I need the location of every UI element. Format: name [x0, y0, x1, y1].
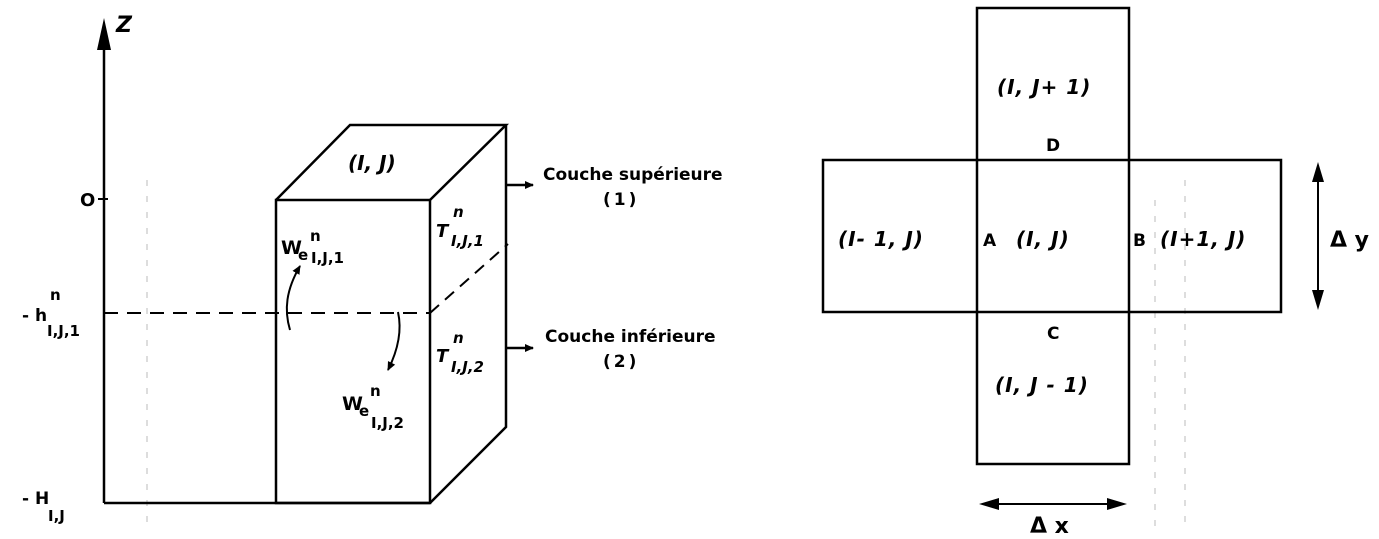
- cell-label-bottom: (I, J - 1): [995, 373, 1089, 397]
- point-b-label: B: [1133, 231, 1146, 251]
- lower-layer-name: Couche inférieure: [545, 327, 716, 347]
- column-top-label: (I, J): [348, 151, 396, 175]
- svg-text:W: W: [281, 237, 302, 259]
- svg-text:I,J,2: I,J,2: [371, 414, 404, 432]
- point-d-label: D: [1046, 136, 1060, 156]
- entrainment-lower-label: W e n I,J,2: [342, 382, 404, 432]
- dy-label: Δ y: [1330, 228, 1369, 253]
- point-c-label: C: [1047, 324, 1059, 344]
- svg-text:I,J,1: I,J,1: [451, 232, 484, 250]
- svg-text:T: T: [436, 346, 450, 367]
- svg-text:e: e: [359, 402, 369, 420]
- column-front-face: [274, 198, 432, 505]
- zero-label: O: [80, 190, 95, 211]
- entrainment-upper-label: W e n I,J,1: [281, 227, 344, 267]
- column-side-face: [429, 125, 508, 504]
- interface-line-side: [429, 243, 509, 314]
- temperature-lower-label: T n I,J,2: [436, 329, 484, 376]
- svg-text:n: n: [453, 203, 464, 221]
- cell-label-left: (I- 1, J): [838, 227, 924, 251]
- upper-layer-name: Couche supérieure: [543, 165, 723, 185]
- svg-text:n: n: [453, 329, 464, 347]
- bottom-depth-label: - H: [22, 489, 49, 509]
- column-top-face: [275, 123, 510, 201]
- lower-layer-number: (2): [603, 352, 639, 372]
- scan-artifacts: [146, 180, 1186, 530]
- cell-label-right: (I+1, J): [1160, 227, 1246, 251]
- svg-text:W: W: [342, 393, 363, 415]
- downward-exchange-arrow: [387, 311, 401, 371]
- upper-layer-number: (1): [603, 190, 639, 210]
- upward-exchange-arrow: [285, 265, 301, 331]
- svg-text:n: n: [310, 227, 321, 245]
- svg-text:T: T: [436, 221, 450, 242]
- point-a-label: A: [983, 231, 997, 251]
- grid-stencil: (I, J+ 1) (I- 1, J) (I, J) (I+1, J) (I, …: [821, 6, 1369, 539]
- dx-arrow-right: [1107, 498, 1127, 510]
- z-axis-label: Z: [115, 13, 133, 38]
- dy-arrow-top: [1312, 162, 1324, 182]
- svg-text:I,J,1: I,J,1: [311, 249, 344, 267]
- dy-arrow-bottom: [1312, 290, 1324, 310]
- interface-depth-sub: I,J,1: [47, 322, 80, 340]
- svg-text:e: e: [298, 246, 308, 264]
- z-axis-arrowhead: [97, 18, 111, 50]
- interface-depth-sup: n: [50, 286, 61, 304]
- dx-arrow-left: [979, 498, 999, 510]
- bottom-depth-sub: I,J: [48, 507, 65, 525]
- dx-label: Δ x: [1030, 514, 1069, 539]
- cell-label-top: (I, J+ 1): [997, 75, 1091, 99]
- cell-label-center: (I, J): [1016, 227, 1070, 251]
- temperature-upper-label: T n I,J,1: [436, 203, 484, 250]
- svg-text:n: n: [370, 382, 381, 400]
- svg-text:I,J,2: I,J,2: [451, 358, 484, 376]
- column-diagram: Z O - h n I,J,1 - H I,J (I, J) W e n I,J…: [22, 13, 723, 525]
- interface-depth-label: - h: [22, 306, 47, 326]
